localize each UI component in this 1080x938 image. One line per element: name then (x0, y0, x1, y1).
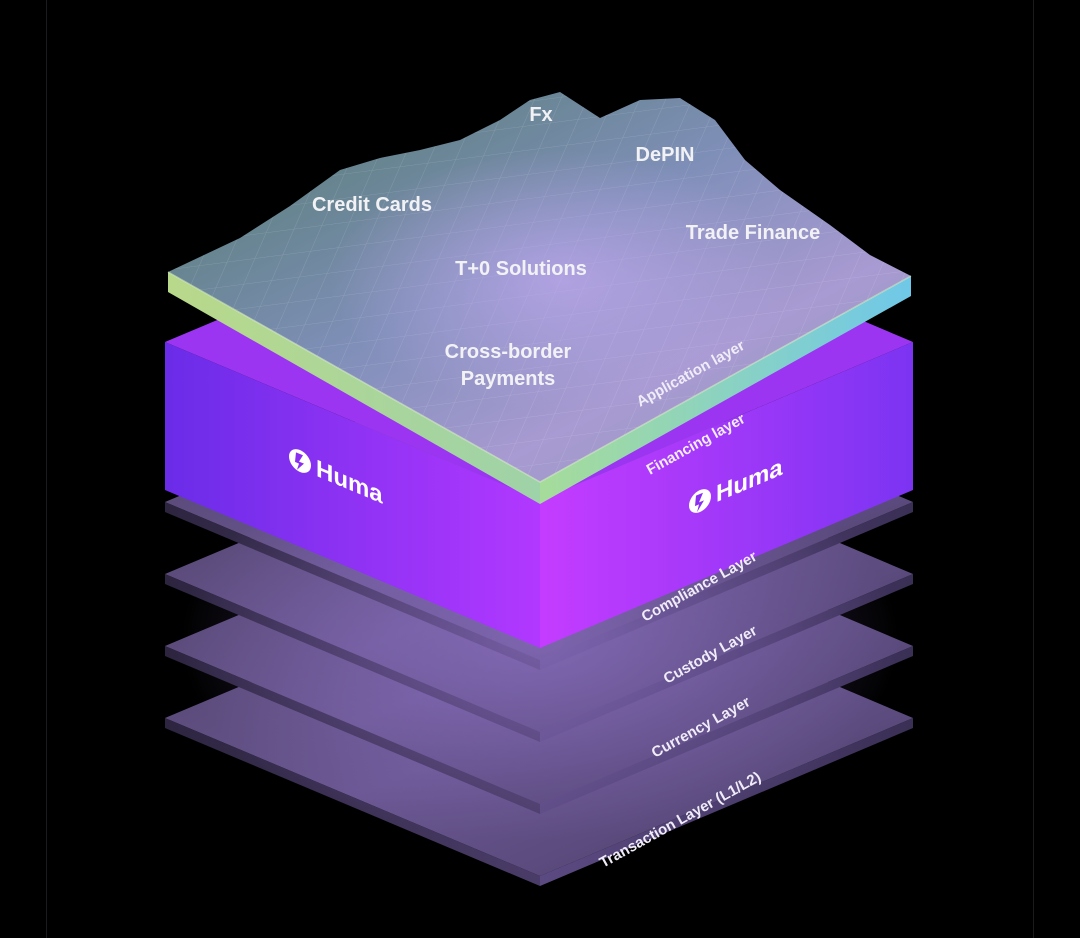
label-trade-finance: Trade Finance (686, 222, 821, 244)
right-divider (1033, 0, 1034, 938)
label-credit-cards: Credit Cards (312, 194, 432, 216)
label-cross-border-line2: Payments (461, 368, 556, 390)
left-divider (46, 0, 47, 938)
label-cross-border-line1: Cross-border (445, 341, 572, 363)
application-layer (167, 92, 912, 504)
label-depin: DePIN (636, 144, 695, 166)
huma-logo-icon (689, 489, 711, 513)
label-fx: Fx (529, 104, 552, 126)
label-t0-solutions: T+0 Solutions (455, 258, 587, 280)
huma-logo-icon (289, 449, 311, 473)
